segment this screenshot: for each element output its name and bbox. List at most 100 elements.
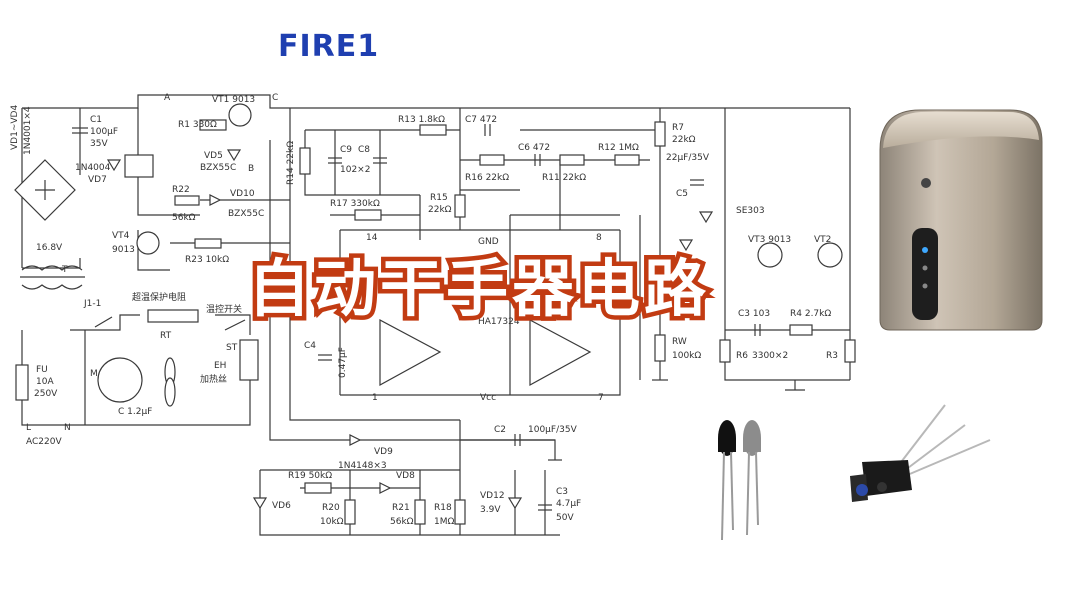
label-pin7: 7 [598, 393, 604, 403]
label-c9-value: 102×2 [340, 165, 370, 175]
label-c1: C1 [90, 115, 102, 125]
label-c3-voltage: 50V [556, 513, 574, 523]
label-vd8: VD8 [396, 471, 415, 481]
label-vt4-value: 9013 [112, 245, 135, 255]
label-bridge-parts: 1N4001×4 [23, 106, 33, 155]
label-gnd: GND [478, 237, 499, 247]
label-vd12: VD12 [480, 491, 505, 501]
label-1n4004: 1N4004 [75, 163, 111, 173]
label-r6-value: 3300×2 [752, 351, 788, 361]
label-cm: C 1.2μF [118, 407, 152, 417]
label-overtemp: 超温保护电阻 [132, 291, 186, 303]
label-se303: SE303 [736, 206, 765, 216]
transformer-symbol [21, 265, 83, 271]
op-amp-1-symbol [379, 319, 442, 387]
label-vt1: VT1 9013 [212, 95, 255, 105]
label-r21: R21 [392, 503, 410, 513]
label-vd7: VD7 [88, 175, 107, 185]
label-rw: RW [672, 337, 687, 347]
label-c2-value: 100μF/35V [528, 425, 578, 435]
label-vd9: VD9 [374, 447, 393, 457]
label-ac220: AC220V [26, 437, 62, 447]
label-r23: R23 10kΩ [185, 255, 229, 265]
label-c3: C3 [556, 487, 568, 497]
label-r7-value: 22kΩ [672, 135, 696, 145]
label-bridge: VD1~VD4 [10, 105, 20, 150]
schematic-components [14, 103, 856, 525]
label-r13: R13 1.8kΩ [398, 115, 445, 125]
label-vt3: VT3 9013 [748, 235, 791, 245]
label-vt4: VT4 [112, 231, 130, 241]
fire1-logo: FIRE1 [278, 29, 379, 64]
label-vd5: VD5 [204, 151, 223, 161]
label-rt: RT [160, 331, 172, 341]
label-r20-value: 10kΩ [320, 517, 344, 527]
label-st: ST [226, 343, 238, 353]
label-c4-value: 0.47μF [338, 347, 348, 378]
label-r6: R6 [736, 351, 748, 361]
label-heater: 加热丝 [200, 373, 227, 385]
label-c2: C2 [494, 425, 506, 435]
label-ic: HA17324 [478, 317, 520, 327]
label-node-c: C [272, 93, 278, 103]
ir-led-pair-image [718, 420, 761, 541]
label-r19: R19 50kΩ [288, 471, 332, 481]
label-r15-value: 22kΩ [428, 205, 452, 215]
motor-symbol [97, 357, 143, 403]
label-r12: R12 1MΩ [598, 143, 639, 153]
label-l: L [26, 423, 31, 433]
label-thermostat: 温控开关 [206, 303, 242, 315]
transistor-vt2-symbol [817, 242, 843, 268]
label-r18: R18 [434, 503, 452, 513]
label-c1-voltage: 35V [90, 139, 108, 149]
label-r17: R17 330kΩ [330, 199, 380, 209]
label-r20: R20 [322, 503, 340, 513]
reflective-sensor-image [850, 404, 991, 502]
label-pin8: 8 [596, 233, 602, 243]
label-c5-value: 22μF/35V [666, 153, 710, 163]
label-vd12-value: 3.9V [480, 505, 501, 515]
label-pin14: 14 [366, 233, 378, 243]
label-r11: R11 22kΩ [542, 173, 586, 183]
label-c8: C8 [358, 145, 370, 155]
label-c4: C4 [304, 341, 316, 351]
label-m: M [90, 369, 98, 379]
label-node-a: A [164, 93, 171, 103]
label-c1-value: 100μF [90, 127, 118, 137]
label-r16: R16 22kΩ [465, 173, 509, 183]
label-vd6: VD6 [272, 501, 291, 511]
label-pin1: 1 [372, 393, 378, 403]
label-r21-value: 56kΩ [390, 517, 414, 527]
label-eh: EH [214, 361, 226, 371]
label-diodes: 1N4148×3 [338, 461, 387, 471]
label-c9: C9 [340, 145, 352, 155]
label-c5: C5 [676, 189, 688, 199]
label-c7: C7 472 [465, 115, 497, 125]
label-r22-value: 56kΩ [172, 213, 196, 223]
label-r22: R22 [172, 185, 190, 195]
schematic-labels: A C B VT1 9013 R1 330Ω VD5 BZX55C C1 100… [10, 93, 838, 527]
label-fu-current: 10A [36, 377, 54, 387]
label-r15: R15 [430, 193, 448, 203]
transistor-vt1-symbol [228, 103, 252, 127]
label-vt2: VT2 [814, 235, 831, 245]
label-r14: R14 22kΩ [286, 141, 296, 185]
label-j11: J1-1 [83, 299, 101, 309]
page-title-banner: 自动干手器电路 [248, 252, 710, 325]
label-r18-value: 1MΩ [434, 517, 454, 527]
label-r7: R7 [672, 123, 684, 133]
label-r4: R4 2.7kΩ [790, 309, 831, 319]
label-n: N [64, 423, 71, 433]
label-rw-value: 100kΩ [672, 351, 701, 361]
label-vd10: VD10 [230, 189, 255, 199]
label-c6: C6 472 [518, 143, 550, 153]
label-t: T [61, 265, 68, 275]
label-fu: FU [36, 365, 48, 375]
label-vd10-value: BZX55C [228, 209, 264, 219]
op-amp-2-symbol [529, 319, 592, 387]
transistor-vt4-symbol [136, 231, 160, 255]
label-c3-value: 4.7μF [556, 499, 581, 509]
label-r1: R1 330Ω [178, 120, 217, 130]
label-16v8: 16.8V [36, 243, 63, 253]
